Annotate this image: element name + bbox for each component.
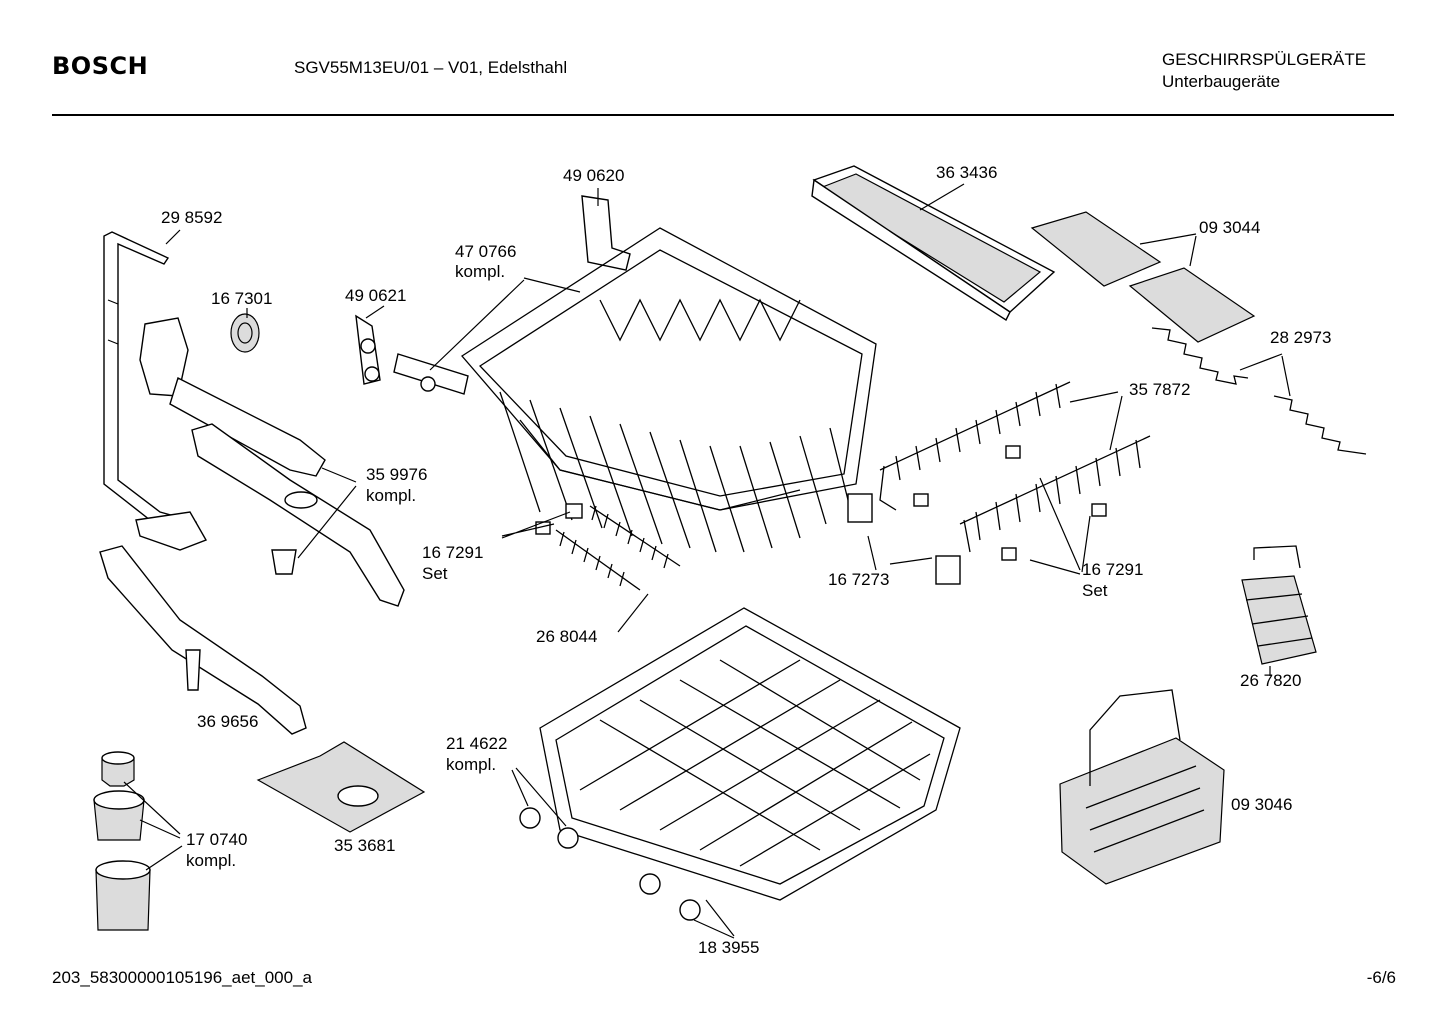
page-number: -6/6 [1366,968,1396,987]
rail-clip-drawing [1151,327,1367,455]
part-label-470766-suffix: kompl. [455,262,506,281]
part-label-282973: 28 2973 [1270,328,1332,347]
part-label-167273: 16 7273 [828,570,890,589]
part-label-183955: 18 3955 [698,938,760,957]
header-divider [52,114,1394,116]
part-label-369656: 36 9656 [197,712,259,731]
upper-spray-arm-drawing [139,317,405,607]
part-label-359976: 35 9976 [366,465,428,484]
filter-drawing [93,751,151,931]
category-line-1: GESCHIRRSPÜLGERÄTE [1162,50,1367,69]
part-label-167291-left: 16 7291 [422,543,484,562]
part-label-359976-suffix: kompl. [366,486,417,505]
drawing-id: 203_58300000105196_aet_000_a [52,968,312,987]
part-label-214622-suffix: kompl. [446,755,497,774]
leader-lines [123,183,1291,939]
upper-basket-drawing [461,195,877,553]
part-label-167301: 16 7301 [211,289,273,308]
rail-bracket-drawing [355,314,469,395]
part-label-490621: 49 0621 [345,286,407,305]
part-label-268044: 26 8044 [536,627,598,646]
part-label-298592: 29 8592 [161,208,223,227]
small-cutlery-basket-drawing [1241,545,1317,665]
cutlery-tray-drawing [811,165,1056,322]
part-label-470766: 47 0766 [455,242,517,261]
lower-spray-arm-drawing [99,545,307,735]
part-label-353681: 35 3681 [334,836,396,855]
part-label-357872: 35 7872 [1129,380,1191,399]
part-label-167291-right-suffix: Set [1082,581,1108,600]
filter-plate-drawing [256,741,426,833]
model-title: SGV55M13EU/01 – V01, Edelsthahl [294,58,568,77]
category-line-2: Unterbaugeräte [1162,72,1281,91]
small-tine-rack-drawing [555,505,681,591]
cap-drawing [230,313,260,353]
part-label-170740-suffix: kompl. [186,851,237,870]
part-label-167291-left-suffix: Set [422,564,448,583]
part-label-267820: 26 7820 [1240,671,1302,690]
part-label-167291-right: 16 7291 [1082,560,1144,579]
clip-parts-drawing [535,445,1107,585]
part-label-214622: 21 4622 [446,734,508,753]
tine-rack-drawing [879,381,1151,553]
part-label-490620: 49 0620 [563,166,625,185]
brand-logo: BOSCH [52,52,149,80]
part-label-093046: 09 3046 [1231,795,1293,814]
glass-rack-drawing [1030,211,1256,343]
large-cutlery-basket-drawing [1059,689,1225,885]
wheel-drawing [519,807,701,921]
spray-pipe-drawing [103,231,208,551]
lower-basket-drawing [539,607,961,901]
part-label-170740: 17 0740 [186,830,248,849]
part-label-093044: 09 3044 [1199,218,1261,237]
part-label-363436: 36 3436 [936,163,998,182]
